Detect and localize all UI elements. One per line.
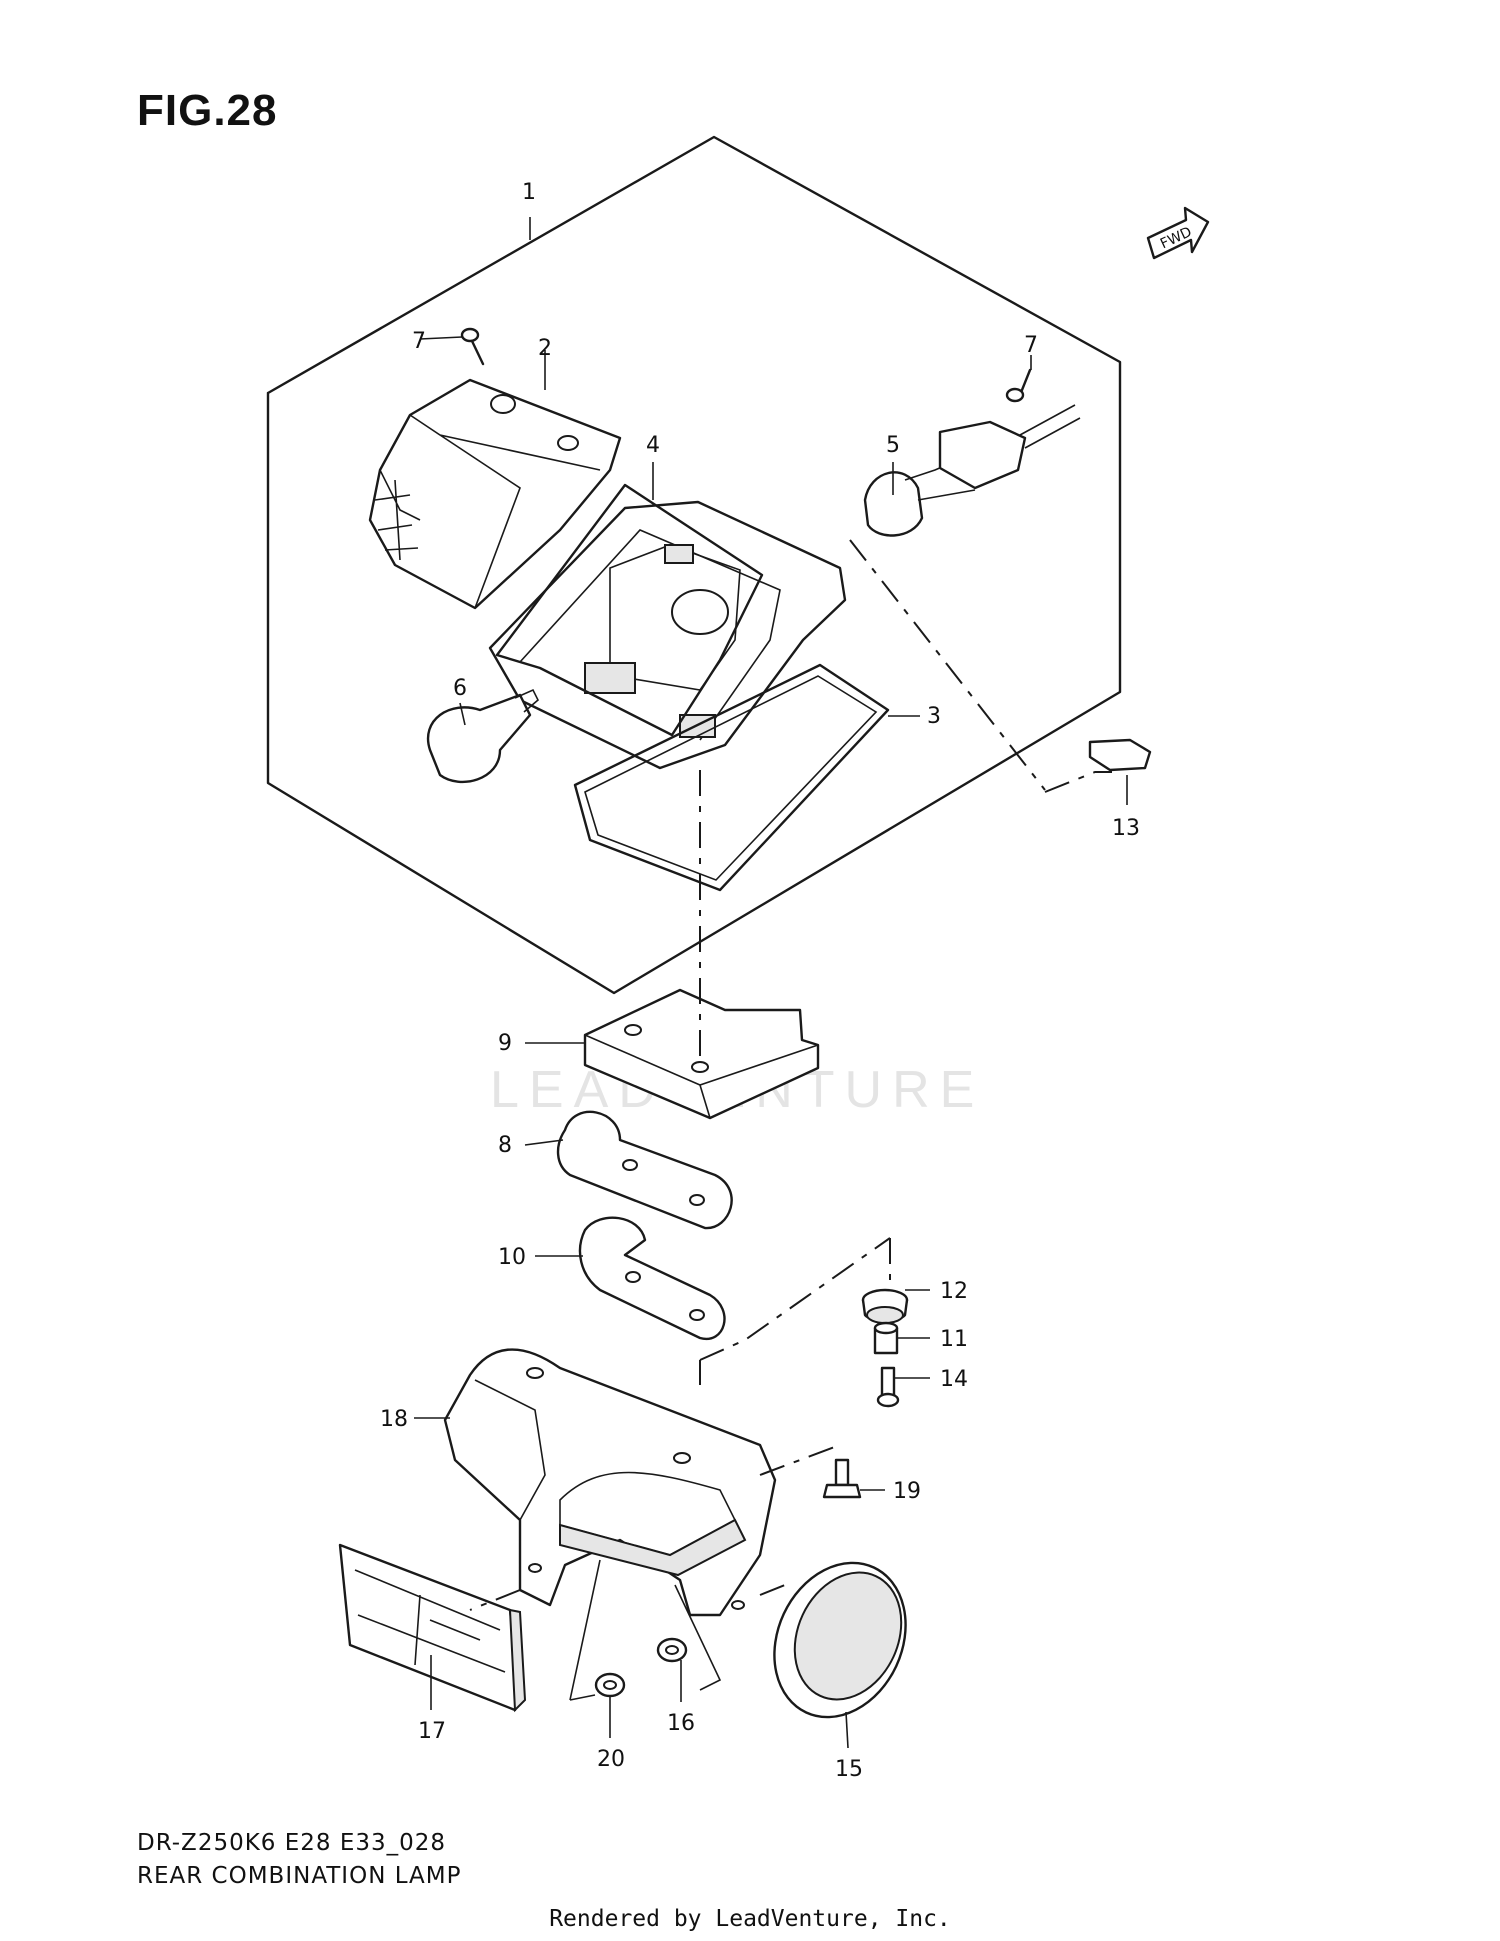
callout-17: 17 bbox=[418, 1719, 446, 1744]
part-2-lens-cover[interactable] bbox=[368, 378, 622, 610]
part-18-bracket[interactable] bbox=[443, 1348, 777, 1617]
part-9-plate[interactable] bbox=[583, 988, 820, 1120]
callout-10: 10 bbox=[498, 1245, 526, 1270]
part-19-bolt[interactable] bbox=[759, 1444, 862, 1499]
callout-16: 16 bbox=[667, 1711, 695, 1736]
part-13-clip[interactable] bbox=[1044, 738, 1152, 793]
callout-7-left: 7 bbox=[412, 329, 426, 354]
callout-2: 2 bbox=[538, 336, 552, 361]
model-code: DR-Z250K6 E28 E33_028 bbox=[137, 1830, 447, 1856]
fwd-direction-badge: FWD bbox=[1146, 206, 1210, 260]
callout-1: 1 bbox=[522, 180, 536, 205]
part-10-stay[interactable] bbox=[578, 1216, 891, 1385]
footer-credit: Rendered by LeadVenture, Inc. bbox=[549, 1906, 951, 1932]
callout-4: 4 bbox=[646, 433, 660, 458]
callout-19: 19 bbox=[893, 1479, 921, 1504]
callout-15: 15 bbox=[835, 1757, 863, 1782]
part-4-housing[interactable] bbox=[488, 500, 847, 770]
part-12-grommet[interactable] bbox=[861, 1288, 909, 1324]
callout-3: 3 bbox=[927, 704, 941, 729]
part-7-screw-right[interactable] bbox=[1005, 368, 1032, 403]
callout-7-right: 7 bbox=[1024, 333, 1038, 358]
part-7-screw-left[interactable] bbox=[419, 327, 485, 366]
callout-11: 11 bbox=[940, 1327, 968, 1352]
callout-9: 9 bbox=[498, 1031, 512, 1056]
part-3-gasket[interactable] bbox=[573, 663, 890, 892]
figure-title: FIG.28 bbox=[137, 86, 278, 135]
part-15-reflector-round[interactable] bbox=[750, 1541, 930, 1738]
callout-13: 13 bbox=[1112, 816, 1140, 841]
part-14-bolt[interactable] bbox=[876, 1366, 900, 1408]
callout-6: 6 bbox=[453, 676, 467, 701]
assembly-outline bbox=[266, 135, 1122, 995]
part-16-nut[interactable] bbox=[656, 1584, 722, 1691]
callout-18: 18 bbox=[380, 1407, 408, 1432]
part-5-socket[interactable] bbox=[863, 404, 1081, 537]
part-6-bulb[interactable] bbox=[426, 688, 539, 784]
leader-lines bbox=[414, 217, 1128, 1749]
part-4-gasket-frame bbox=[495, 483, 764, 737]
callout-5: 5 bbox=[886, 433, 900, 458]
callout-20: 20 bbox=[597, 1747, 625, 1772]
callout-8: 8 bbox=[498, 1133, 512, 1158]
part-17-reflector[interactable] bbox=[338, 1543, 527, 1713]
assembly-name: REAR COMBINATION LAMP bbox=[137, 1863, 462, 1889]
callout-12: 12 bbox=[940, 1279, 968, 1304]
part-20-nut[interactable] bbox=[569, 1559, 626, 1701]
part-8-bracket[interactable] bbox=[556, 1110, 733, 1230]
part-11-collar[interactable] bbox=[873, 1321, 899, 1355]
callout-14: 14 bbox=[940, 1367, 968, 1392]
